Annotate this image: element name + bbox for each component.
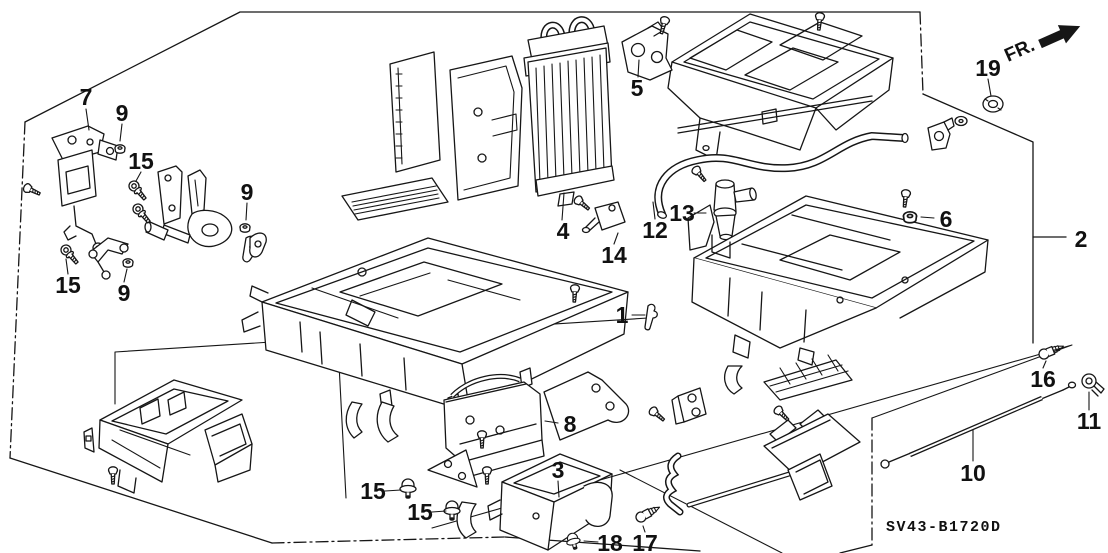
callout-15a: 15 bbox=[128, 148, 154, 174]
lower-case-part bbox=[83, 379, 253, 494]
callout-9c: 9 bbox=[118, 280, 131, 306]
callout-leader-lines bbox=[65, 59, 1090, 543]
callout-10: 10 bbox=[960, 460, 986, 486]
heater-core-part bbox=[523, 16, 615, 207]
fasteners bbox=[21, 11, 1105, 552]
heater-cover-part bbox=[667, 13, 894, 161]
control-cable-part bbox=[880, 381, 1077, 469]
callout-4: 4 bbox=[557, 218, 570, 244]
screw-11-part bbox=[1081, 373, 1105, 397]
water-valve-part bbox=[713, 179, 757, 241]
callout-8: 8 bbox=[564, 411, 577, 437]
callout-13: 13 bbox=[669, 200, 695, 226]
insulator-panels-part bbox=[389, 51, 523, 201]
callout-17: 17 bbox=[632, 530, 658, 553]
callout-19: 19 bbox=[975, 55, 1001, 81]
callout-16: 16 bbox=[1030, 366, 1056, 392]
callout-6: 6 bbox=[940, 206, 953, 232]
mode-motor-8-part bbox=[345, 371, 630, 539]
callout-2: 2 bbox=[1075, 226, 1088, 252]
callout-9b: 9 bbox=[241, 179, 254, 205]
seal-tray-part bbox=[341, 177, 449, 221]
linkage-levers-part bbox=[88, 165, 267, 280]
water-hose-part bbox=[654, 131, 909, 219]
callout-14: 14 bbox=[601, 242, 627, 268]
callout-1: 1 bbox=[616, 302, 629, 328]
callout-labels: 7 9 15 9 15 9 5 4 14 12 13 19 6 2 1 16 1… bbox=[55, 55, 1101, 553]
callout-11: 11 bbox=[1077, 408, 1102, 434]
callout-15b: 15 bbox=[55, 272, 81, 298]
heater-joint-part bbox=[581, 201, 626, 234]
rear-duct-part bbox=[723, 354, 861, 501]
heater-unit-body-part bbox=[687, 195, 989, 366]
center-case-part bbox=[241, 235, 629, 415]
duct-3-part bbox=[487, 453, 613, 551]
callout-9a: 9 bbox=[116, 100, 129, 126]
clip-1-part bbox=[644, 303, 658, 331]
front-direction-label: FR. bbox=[1001, 35, 1038, 67]
callout-5: 5 bbox=[631, 75, 644, 101]
diagram-code: SV43-B1720D bbox=[886, 519, 1002, 536]
callout-7: 7 bbox=[80, 84, 93, 110]
callout-15d: 15 bbox=[407, 499, 433, 525]
bracket-5-part bbox=[621, 21, 673, 81]
callout-3: 3 bbox=[552, 457, 565, 483]
front-direction-marker: FR. bbox=[1001, 25, 1081, 67]
callout-15c: 15 bbox=[360, 478, 386, 504]
callout-12: 12 bbox=[642, 217, 668, 243]
callout-18: 18 bbox=[597, 530, 623, 553]
front-arrow-icon bbox=[1038, 25, 1081, 49]
grommet-19-part bbox=[927, 95, 1004, 151]
mode-motor-7-part bbox=[51, 125, 119, 254]
